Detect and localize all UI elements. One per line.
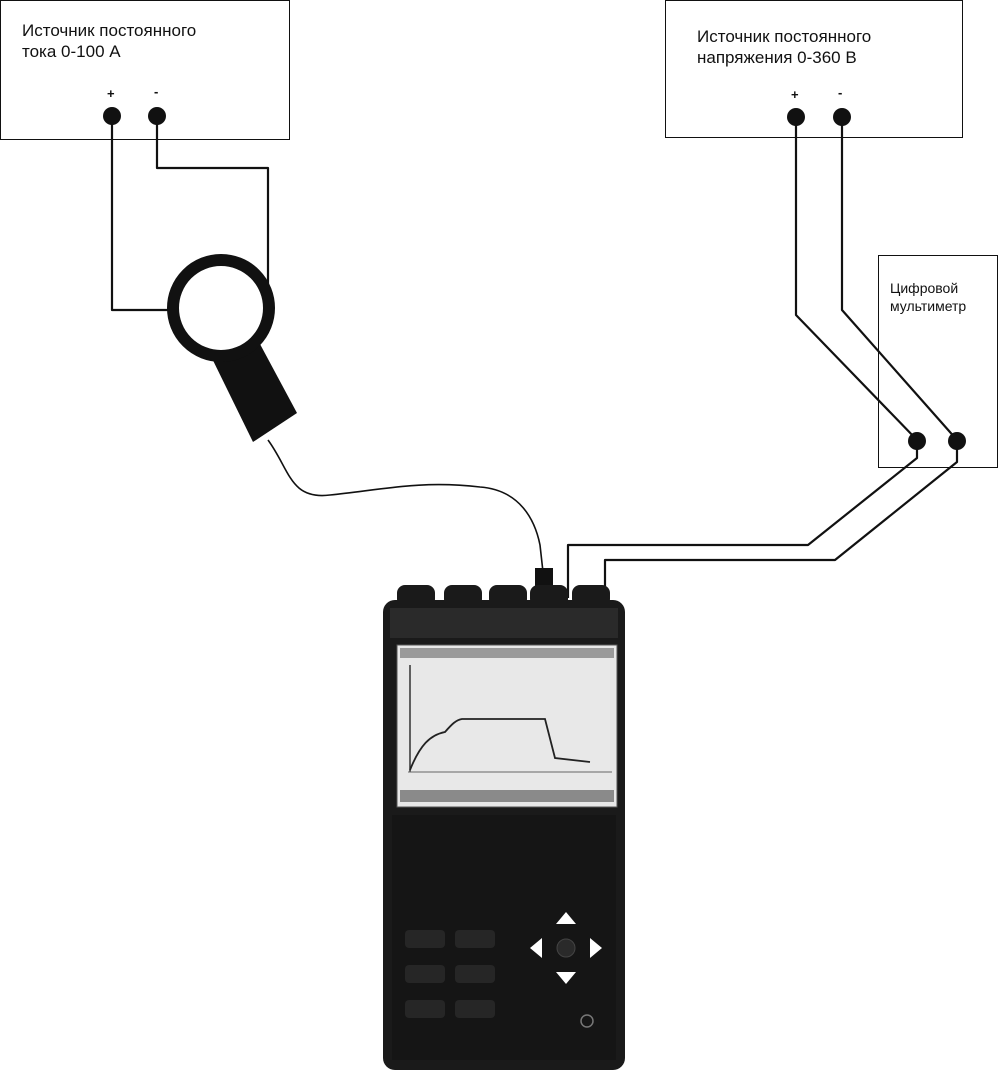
voltage-source-minus-label: -	[838, 85, 843, 100]
function-key-3	[405, 965, 445, 983]
analyzer-wire-2	[603, 440, 959, 598]
power-button	[580, 1014, 594, 1028]
voltage-wire-plus	[794, 118, 918, 441]
clamp-jaw-ring	[167, 254, 275, 362]
multimeter-label: Цифровой мультиметр	[890, 280, 966, 315]
current-source-minus-terminal	[148, 107, 166, 125]
current-source-plus-terminal	[103, 107, 121, 125]
voltage-source-plus-label: +	[791, 87, 799, 102]
multimeter-terminal-1	[908, 432, 926, 450]
voltage-source-minus-terminal	[833, 108, 851, 126]
device-screen	[396, 644, 618, 808]
clamp-cable	[267, 439, 544, 573]
screen-header-bar	[400, 648, 614, 658]
current-source-label: Источник постоянного тока 0-100 А	[22, 20, 196, 63]
screen-status-bar	[400, 790, 614, 802]
current-source-label-line1: Источник постоянного	[22, 21, 197, 40]
current-source-plus-label: +	[107, 86, 115, 101]
dpad-center-button	[556, 938, 576, 958]
function-key-5	[405, 1000, 445, 1018]
left-arrow-icon	[530, 938, 542, 958]
up-arrow-icon	[556, 912, 576, 924]
voltage-source-plus-terminal	[787, 108, 805, 126]
voltage-source-label-line1: Источник постоянного	[697, 27, 872, 46]
screen-trace	[409, 718, 591, 771]
function-key-4	[455, 965, 495, 983]
function-key-1	[405, 930, 445, 948]
current-source-box	[0, 0, 290, 140]
voltage-source-label: Источник постоянного напряжения 0-360 В	[697, 26, 871, 69]
power-analyzer-device	[383, 585, 625, 1070]
current-source-label-line2: тока 0-100 А	[22, 42, 121, 62]
function-key-6	[455, 1000, 495, 1018]
voltage-wire-minus	[840, 118, 958, 441]
right-arrow-icon	[590, 938, 602, 958]
voltage-source-box	[665, 0, 963, 138]
down-arrow-icon	[556, 972, 576, 984]
device-top-band	[390, 608, 618, 638]
analyzer-wire-1	[566, 440, 919, 598]
current-clamp	[167, 254, 297, 442]
multimeter-label-line1: Цифровой	[890, 280, 959, 296]
multimeter-label-line2: мультиметр	[890, 297, 967, 314]
current-source-minus-label: -	[154, 84, 159, 99]
function-key-2	[455, 930, 495, 948]
voltage-source-label-line2: напряжения 0-360 В	[697, 48, 857, 68]
multimeter-terminal-2	[948, 432, 966, 450]
